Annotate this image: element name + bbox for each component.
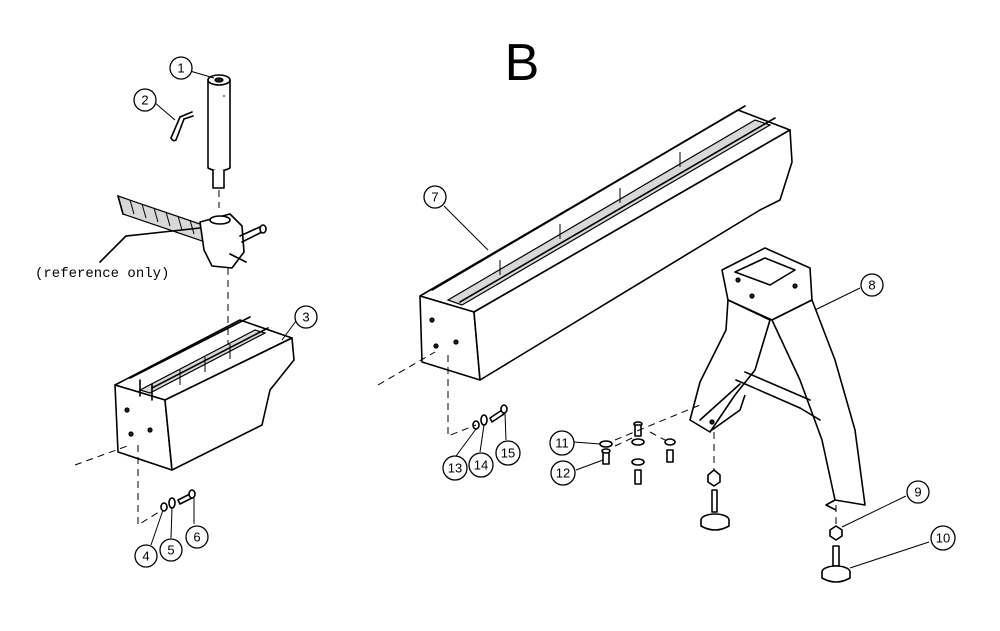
svg-text:13: 13 [448, 461, 462, 476]
callout-2: 2 [133, 88, 157, 112]
callout-1: 1 [169, 56, 193, 80]
callout-13: 13 [442, 455, 468, 481]
hardware-11-12 [599, 421, 676, 485]
feet-and-nuts [700, 469, 851, 583]
callout-9: 9 [906, 480, 930, 504]
svg-text:7: 7 [431, 190, 438, 205]
svg-text:2: 2 [141, 93, 148, 108]
part-3-bed-extension [114, 316, 295, 471]
reference-tool-rest: (reference only) [35, 195, 267, 282]
svg-text:15: 15 [501, 446, 515, 461]
callout-3: 3 [294, 305, 318, 329]
callout-11: 11 [549, 430, 575, 456]
svg-text:6: 6 [193, 530, 200, 545]
reference-only-note: (reference only) [35, 266, 169, 282]
callout-4: 4 [134, 544, 158, 568]
svg-text:10: 10 [936, 531, 950, 546]
hardware-13-14-15 [472, 404, 508, 430]
svg-text:9: 9 [914, 485, 921, 500]
part-7-lathe-bed [419, 105, 793, 381]
svg-text:5: 5 [167, 543, 174, 558]
svg-text:1: 1 [177, 61, 184, 76]
svg-text:11: 11 [555, 436, 569, 451]
callout-8: 8 [860, 273, 884, 297]
callout-6: 6 [185, 525, 209, 549]
callout-15: 15 [495, 440, 521, 466]
part-2-lock-handle [170, 111, 194, 142]
svg-text:4: 4 [142, 549, 149, 564]
svg-text:8: 8 [868, 278, 875, 293]
diagram-title: B [505, 34, 540, 92]
callout-5: 5 [159, 538, 183, 562]
svg-text:14: 14 [474, 458, 488, 473]
callout-12: 12 [550, 460, 576, 486]
part-1-tool-rest-post [207, 74, 231, 189]
assembly-guide-lines [74, 190, 837, 526]
hardware-4-5-6 [160, 489, 196, 512]
callout-10: 10 [930, 525, 956, 551]
svg-text:3: 3 [302, 310, 309, 325]
leader-lines [150, 70, 930, 569]
callout-14: 14 [468, 452, 494, 478]
part-8-leg-stand [689, 247, 866, 511]
svg-text:12: 12 [556, 466, 570, 481]
callout-7: 7 [423, 185, 447, 209]
